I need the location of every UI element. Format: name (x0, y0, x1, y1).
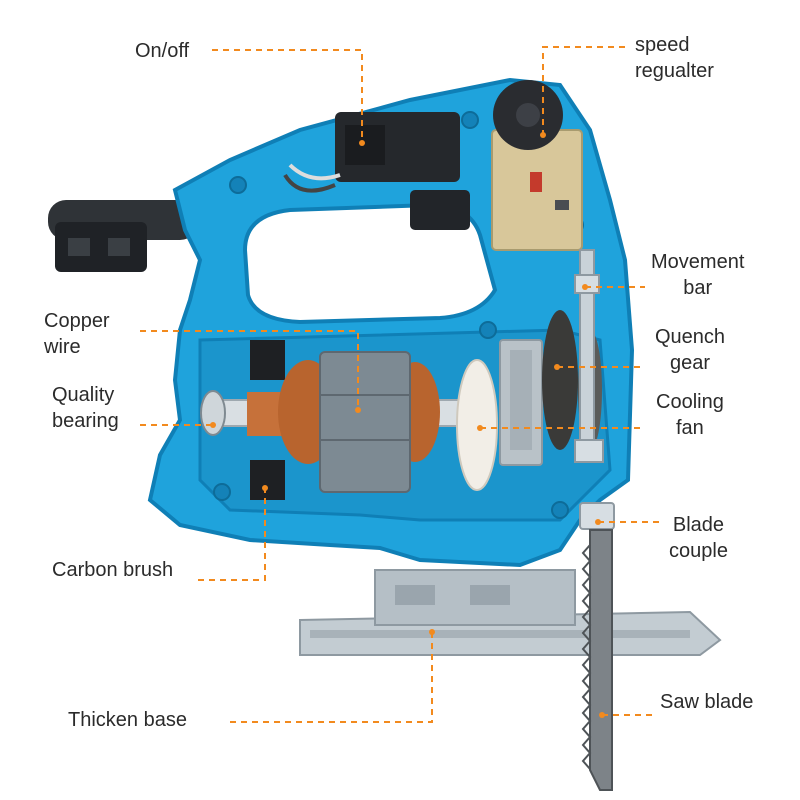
label-movement-bar-line2: bar (683, 277, 713, 299)
label-movement-bar-line1: Movement (651, 251, 745, 273)
power-cord (48, 200, 198, 272)
label-speed-regulator: speed regualter (635, 32, 714, 84)
label-cooling-fan-line2: fan (676, 417, 704, 439)
thicken-base-plate (299, 569, 722, 656)
carbon-brushes (250, 340, 285, 500)
label-carbon-brush: Carbon brush (52, 559, 174, 581)
label-copper-wire: Copper wire (44, 308, 110, 360)
gearbox-block (499, 339, 543, 466)
cooling-fan (456, 359, 498, 491)
label-on-off: On/off (135, 40, 190, 62)
label-blade-couple: Blade couple (669, 512, 728, 564)
movement-bar (574, 249, 604, 463)
label-quality-bearing-line1: Quality (52, 384, 115, 406)
label-saw-blade: Saw blade (660, 691, 754, 713)
leader-on-off (212, 49, 363, 143)
saw-blade (581, 529, 613, 791)
label-blade-couple-line1: Blade (672, 514, 725, 536)
label-thicken-base: Thicken base (68, 709, 187, 731)
label-copper-wire-line1: Copper (44, 310, 110, 332)
label-quench-gear: Quench gear (655, 324, 725, 376)
label-quench-gear-line2: gear (670, 352, 711, 374)
label-quench-gear-line1: Quench (655, 326, 726, 348)
label-copper-wire-line2: wire (44, 336, 81, 358)
leader-speed (542, 46, 625, 135)
label-cooling-fan-line1: Cooling (656, 391, 724, 413)
leader-lines (140, 46, 660, 723)
label-quality-bearing-line2: bearing (52, 410, 119, 432)
label-movement-bar: Movement bar (651, 249, 744, 301)
label-speed-regulator-line1: speed (635, 34, 690, 56)
blade-couple (579, 502, 615, 530)
leader-carbon (198, 488, 266, 581)
label-quality-bearing: Quality bearing (52, 382, 119, 434)
leader-base (230, 632, 433, 723)
label-blade-couple-line2: couple (669, 540, 728, 562)
speed-regulator (491, 80, 583, 251)
label-speed-regulator-line2: regualter (635, 60, 714, 82)
stator (319, 351, 411, 493)
label-cooling-fan: Cooling fan (656, 389, 724, 441)
on-off-switch (283, 112, 470, 230)
